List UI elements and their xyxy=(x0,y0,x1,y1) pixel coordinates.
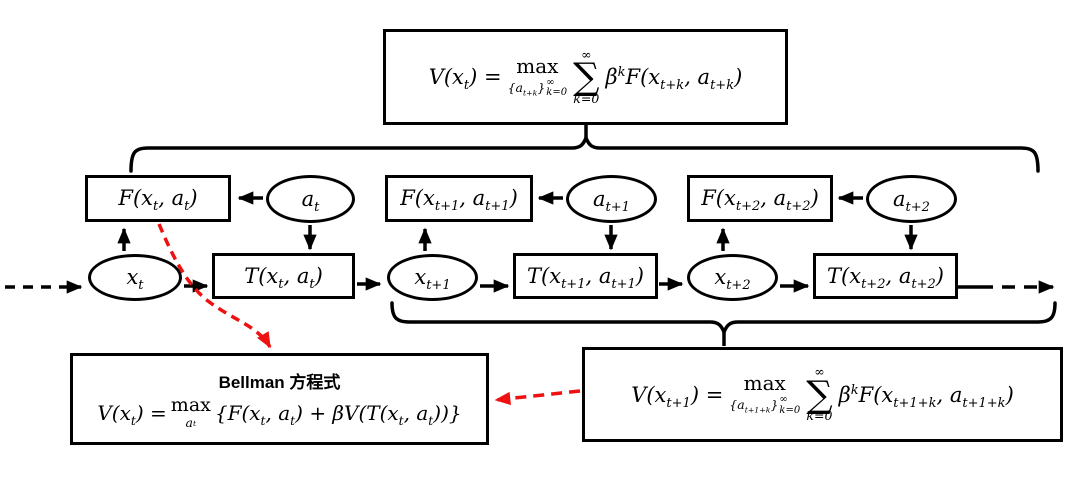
red-arrow-rightbox-to-bellman xyxy=(494,389,581,406)
node-a-t2: at+2 xyxy=(866,175,957,223)
max-under-sub: k=0 xyxy=(546,87,568,98)
top-formula: V(xt) = max {at+k} ∞ k=0 ∞ ∑ k=0 βkF(xt+… xyxy=(428,46,743,106)
node-T-t: T(xt, at) xyxy=(212,253,355,299)
red-arrow-Ft-to-bellman xyxy=(157,223,272,349)
right-value-function-box: V(xt+1) = max {at+1+k} ∞ k=0 ∞ ∑ k=0 βkF… xyxy=(582,347,1063,442)
right-max-under-sub: k=0 xyxy=(779,404,801,416)
sigma-icon: ∑ xyxy=(573,55,600,99)
node-x-t-label: xt xyxy=(126,265,144,294)
max-under-sup: ∞ xyxy=(546,76,555,88)
bellman-title: Bellman 方程式 xyxy=(218,373,341,393)
node-x-t: xt xyxy=(88,254,182,301)
sum-lower-limit: k=0 xyxy=(573,90,600,106)
node-a-t: at xyxy=(266,175,355,223)
bellman-lhs: V(xt) = xyxy=(97,401,167,428)
node-F-t1-label: F(xt+1, at+1) xyxy=(400,186,518,215)
max-under-base: {at+k} xyxy=(507,79,546,98)
node-x-t2-label: xt+2 xyxy=(714,265,751,294)
right-max-under-base: {at+1+k} xyxy=(729,397,779,415)
node-F-t-label: F(xt, at) xyxy=(118,186,198,215)
right-sum-lower-limit: k=0 xyxy=(806,408,833,424)
right-max-under-limits: ∞ k=0 xyxy=(779,394,801,416)
node-a-t2-label: at+2 xyxy=(893,186,930,215)
sum-upper-limit: ∞ xyxy=(581,46,592,62)
node-x-t1-label: xt+1 xyxy=(414,265,451,294)
node-F-t2-label: F(xt+2, at+2) xyxy=(701,186,819,215)
max-under-limits: ∞ k=0 xyxy=(546,76,568,99)
node-F-t2: F(xt+2, at+2) xyxy=(687,175,833,222)
right-sum-operator: ∞ ∑ k=0 xyxy=(806,366,832,422)
node-T-t2-label: T(xt+2, at+2) xyxy=(827,263,944,292)
bellman-max-label: max xyxy=(170,394,211,417)
max-label: max xyxy=(516,53,559,78)
top-formula-rhs: βkF(xt+k, at+k) xyxy=(605,65,743,94)
max-operator: max {at+k} ∞ k=0 xyxy=(508,56,567,99)
right-max-under-sup: ∞ xyxy=(779,394,788,405)
right-sum-upper-limit: ∞ xyxy=(814,364,825,380)
right-formula: V(xt+1) = max {at+1+k} ∞ k=0 ∞ ∑ k=0 βkF… xyxy=(631,366,1014,422)
right-max-operator: max {at+1+k} ∞ k=0 xyxy=(729,373,800,416)
top-value-function-box: V(xt) = max {at+k} ∞ k=0 ∞ ∑ k=0 βkF(xt+… xyxy=(383,29,788,125)
right-max-underscript: {at+1+k} ∞ k=0 xyxy=(729,394,801,416)
right-max-label: max xyxy=(743,371,786,395)
node-x-t1: xt+1 xyxy=(387,254,478,301)
bottom-brace xyxy=(390,301,1057,337)
node-a-t1-label: at+1 xyxy=(593,186,630,215)
node-a-t1: at+1 xyxy=(566,175,657,223)
node-T-t1: T(xt+1, at+1) xyxy=(513,253,658,299)
max-underscript: {at+k} ∞ k=0 xyxy=(507,76,568,99)
node-T-t2: T(xt+2, at+2) xyxy=(813,253,958,299)
top-brace xyxy=(129,133,1040,173)
node-F-t: F(xt, at) xyxy=(85,175,231,222)
node-T-t1-label: T(xt+1, at+1) xyxy=(527,263,644,292)
right-formula-rhs: βkF(xt+1+k, at+1+k) xyxy=(838,382,1014,411)
sum-operator: ∞ ∑ k=0 xyxy=(573,46,600,106)
bellman-rhs: {F(xt, at) + βV(T(xt, at))} xyxy=(214,401,462,428)
node-T-t-label: T(xt, at) xyxy=(244,263,323,292)
top-formula-lhs: V(xt) = xyxy=(428,65,502,94)
node-x-t2: xt+2 xyxy=(687,254,778,301)
right-sigma-icon: ∑ xyxy=(806,372,833,416)
node-F-t1: F(xt+1, at+1) xyxy=(385,175,533,222)
node-a-t-label: at xyxy=(301,186,320,215)
right-formula-lhs: V(xt+1) = xyxy=(631,382,724,411)
